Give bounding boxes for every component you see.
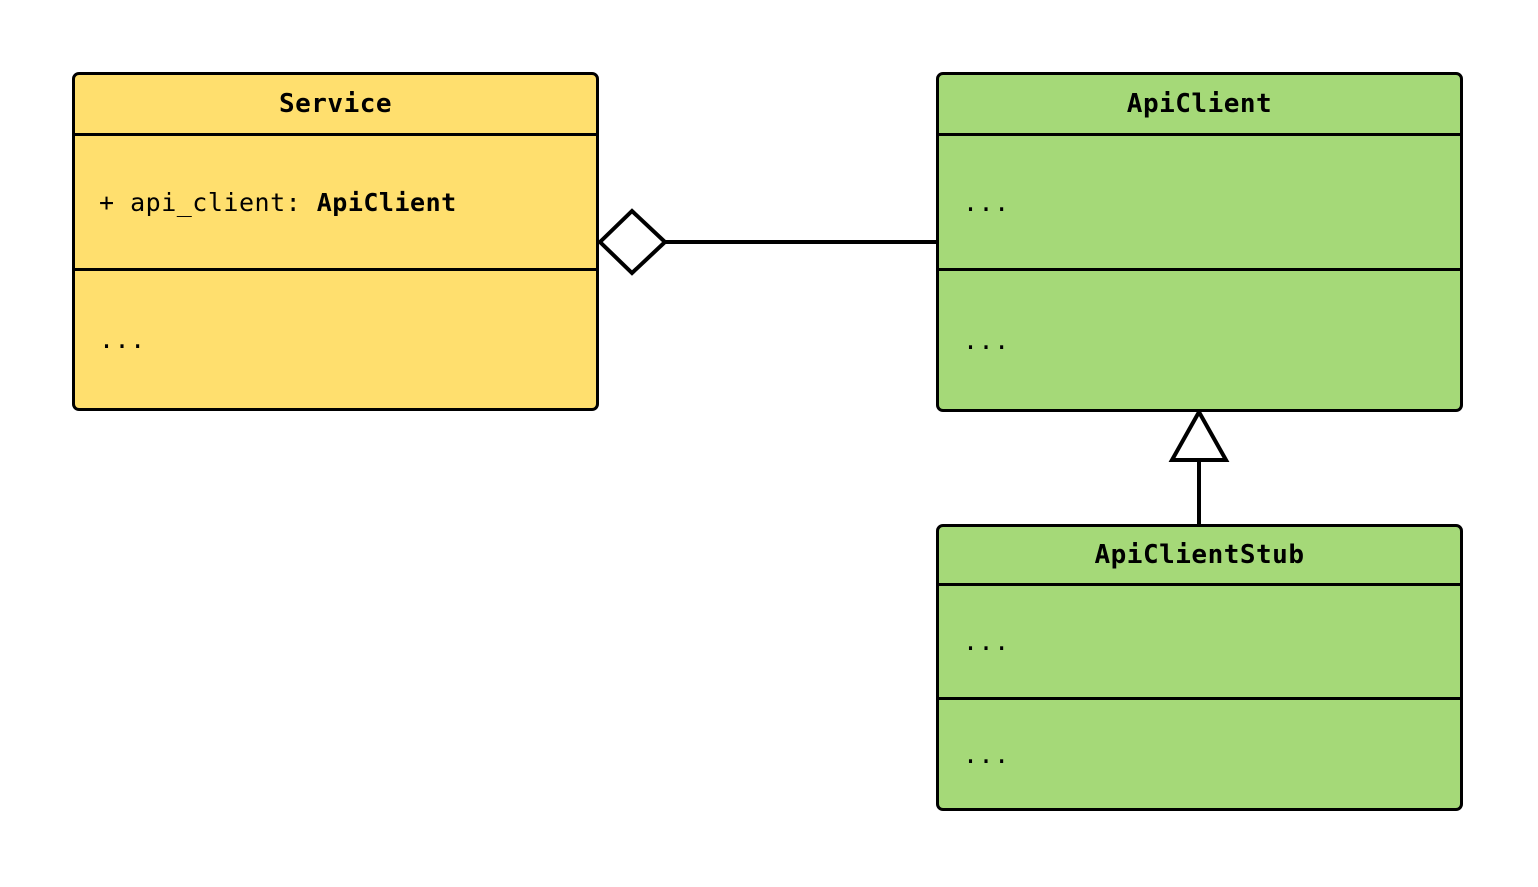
- attributes-compartment-apiclientstub: ...: [939, 586, 1460, 700]
- attributes-compartment-apiclient: ...: [939, 136, 1460, 271]
- operations-placeholder-apiclientstub: ...: [963, 739, 1010, 769]
- operations-compartment-apiclient: ...: [939, 271, 1460, 409]
- hollow-diamond-icon: [597, 208, 668, 276]
- operations-placeholder-service: ...: [99, 325, 146, 354]
- operations-placeholder-apiclient: ...: [963, 325, 1010, 355]
- class-box-apiclient[interactable]: ApiClient ... ...: [936, 72, 1463, 412]
- class-name-apiclientstub: ApiClientStub: [939, 527, 1460, 586]
- class-box-apiclientstub[interactable]: ApiClientStub ... ...: [936, 524, 1463, 811]
- operations-compartment-apiclientstub: ...: [939, 700, 1460, 808]
- attributes-placeholder-apiclient: ...: [963, 187, 1010, 217]
- attributes-compartment-service: + api_client: ApiClient: [75, 136, 596, 271]
- attribute-visibility-and-name: + api_client:: [99, 187, 317, 217]
- attribute-row-api-client: + api_client: ApiClient: [99, 188, 457, 217]
- attribute-type-apiclient: ApiClient: [316, 187, 457, 217]
- operations-compartment-service: ...: [75, 271, 596, 408]
- class-box-service[interactable]: Service + api_client: ApiClient ...: [72, 72, 599, 411]
- hollow-triangle-icon: [1168, 407, 1230, 462]
- class-name-apiclient: ApiClient: [939, 75, 1460, 136]
- class-name-service: Service: [75, 75, 596, 136]
- attributes-placeholder-apiclientstub: ...: [963, 627, 1010, 656]
